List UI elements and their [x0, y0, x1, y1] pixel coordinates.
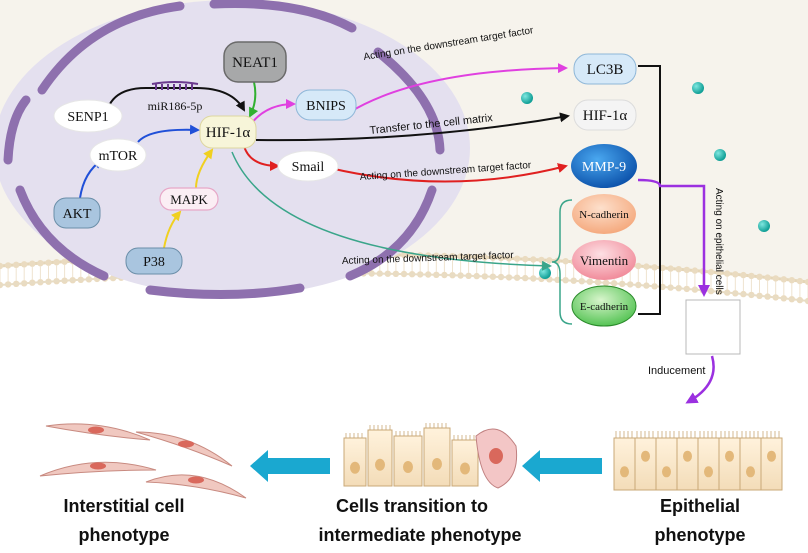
particle-dot: [714, 149, 726, 161]
label-intermediate-1: Cells transition to: [336, 496, 488, 516]
node-p38-label: P38: [143, 255, 165, 270]
node-mir-label: miR186-5p: [148, 99, 203, 113]
epithelial-cell: [697, 437, 720, 491]
node-neat1: NEAT1: [223, 41, 287, 83]
epithelial-cell: [718, 437, 741, 491]
label-interstitial-2: phenotype: [78, 525, 169, 545]
label-interstitial-1: Interstitial cell: [63, 496, 184, 516]
arrow-hif-smail: [243, 145, 280, 171]
spindle-cell: [135, 431, 233, 467]
particle-dot: [758, 220, 770, 232]
zoom-box: [685, 299, 741, 355]
node-hif: HIF-1α: [199, 115, 257, 149]
target-hif-label: HIF-1α: [583, 108, 628, 124]
spindle-cell: [145, 474, 247, 499]
cyan-arrow-right: [522, 450, 602, 482]
arrow-p38-mapk: [163, 210, 182, 249]
node-senp1: SENP1: [53, 99, 123, 133]
target-vimentin: Vimentin: [572, 240, 636, 280]
arrow-hif-bracket: [231, 151, 552, 271]
target-ncadherin-label: N-cadherin: [579, 209, 629, 221]
target-mmp9: MMP-9: [571, 144, 637, 188]
particle-dot: [692, 82, 704, 94]
epithelial-cell: [613, 437, 636, 491]
label-epithelial-2: phenotype: [654, 525, 745, 545]
epithelial-cell: [634, 437, 657, 491]
arrow-smail-mmp9: [329, 163, 568, 183]
arrow-bnips-lc3b: [349, 63, 568, 113]
node-mtor-label: mTOR: [99, 149, 138, 164]
intermediate-cells: [343, 423, 518, 489]
epithelial-cell: [760, 437, 783, 491]
intermediate-cell: [367, 429, 393, 487]
node-mtor: mTOR: [89, 138, 147, 172]
mirna-squiggle-icon: [151, 81, 199, 90]
target-hif: HIF-1α: [573, 99, 637, 131]
arrow-inducement: [685, 355, 715, 404]
epithelial-cell: [676, 437, 699, 491]
arrow-mmp9-epithelial: [637, 178, 710, 297]
node-smail: Smail: [277, 150, 339, 182]
epithelial-cell: [655, 437, 678, 491]
node-smail-label: Smail: [292, 160, 325, 175]
node-p38: P38: [125, 247, 183, 275]
node-mapk: MAPK: [159, 187, 219, 211]
target-mmp9-label: MMP-9: [582, 160, 626, 175]
node-akt-label: AKT: [63, 207, 92, 222]
label-epithelial-1: Epithelial: [660, 496, 740, 516]
target-ecadherin: E-cadherin: [571, 285, 637, 327]
target-lc3b-label: LC3B: [587, 62, 624, 78]
node-bnips: BNIPS: [295, 89, 357, 121]
target-vimentin-label: Vimentin: [580, 253, 629, 268]
cadherin-bracket: [551, 199, 573, 325]
interstitial-cells: [39, 423, 247, 499]
node-senp1-label: SENP1: [67, 110, 108, 125]
arrow-hif-target: [255, 112, 570, 142]
cyan-arrow-left: [250, 450, 330, 482]
particle-dot: [539, 267, 551, 279]
label-inducement: Inducement: [648, 365, 705, 377]
target-ecadherin-label: E-cadherin: [580, 301, 629, 313]
arrow-neat1-hif: [249, 81, 259, 118]
target-ncadherin: N-cadherin: [572, 194, 636, 234]
particle-dot: [521, 92, 533, 104]
label-intermediate-2: intermediate phenotype: [318, 525, 521, 545]
target-lc3b: LC3B: [573, 53, 637, 85]
node-hif-label: HIF-1α: [206, 125, 251, 141]
right-bracket: [638, 65, 661, 315]
node-bnips-label: BNIPS: [306, 99, 346, 114]
phenotype-arrows: [250, 450, 602, 482]
intermediate-cell: [423, 427, 451, 487]
arrow-mtor-hif: [137, 124, 200, 143]
epithelial-cell: [739, 437, 762, 491]
node-akt: AKT: [53, 197, 101, 229]
node-mapk-label: MAPK: [170, 192, 208, 207]
label-epithelial-arrow: Acting on epithelial cells: [713, 188, 724, 295]
node-neat1-label: NEAT1: [232, 55, 278, 71]
arrow-mapk-hif: [195, 148, 214, 189]
epithelial-cells: [613, 431, 783, 491]
arrow-senp1-mir: [107, 87, 245, 112]
